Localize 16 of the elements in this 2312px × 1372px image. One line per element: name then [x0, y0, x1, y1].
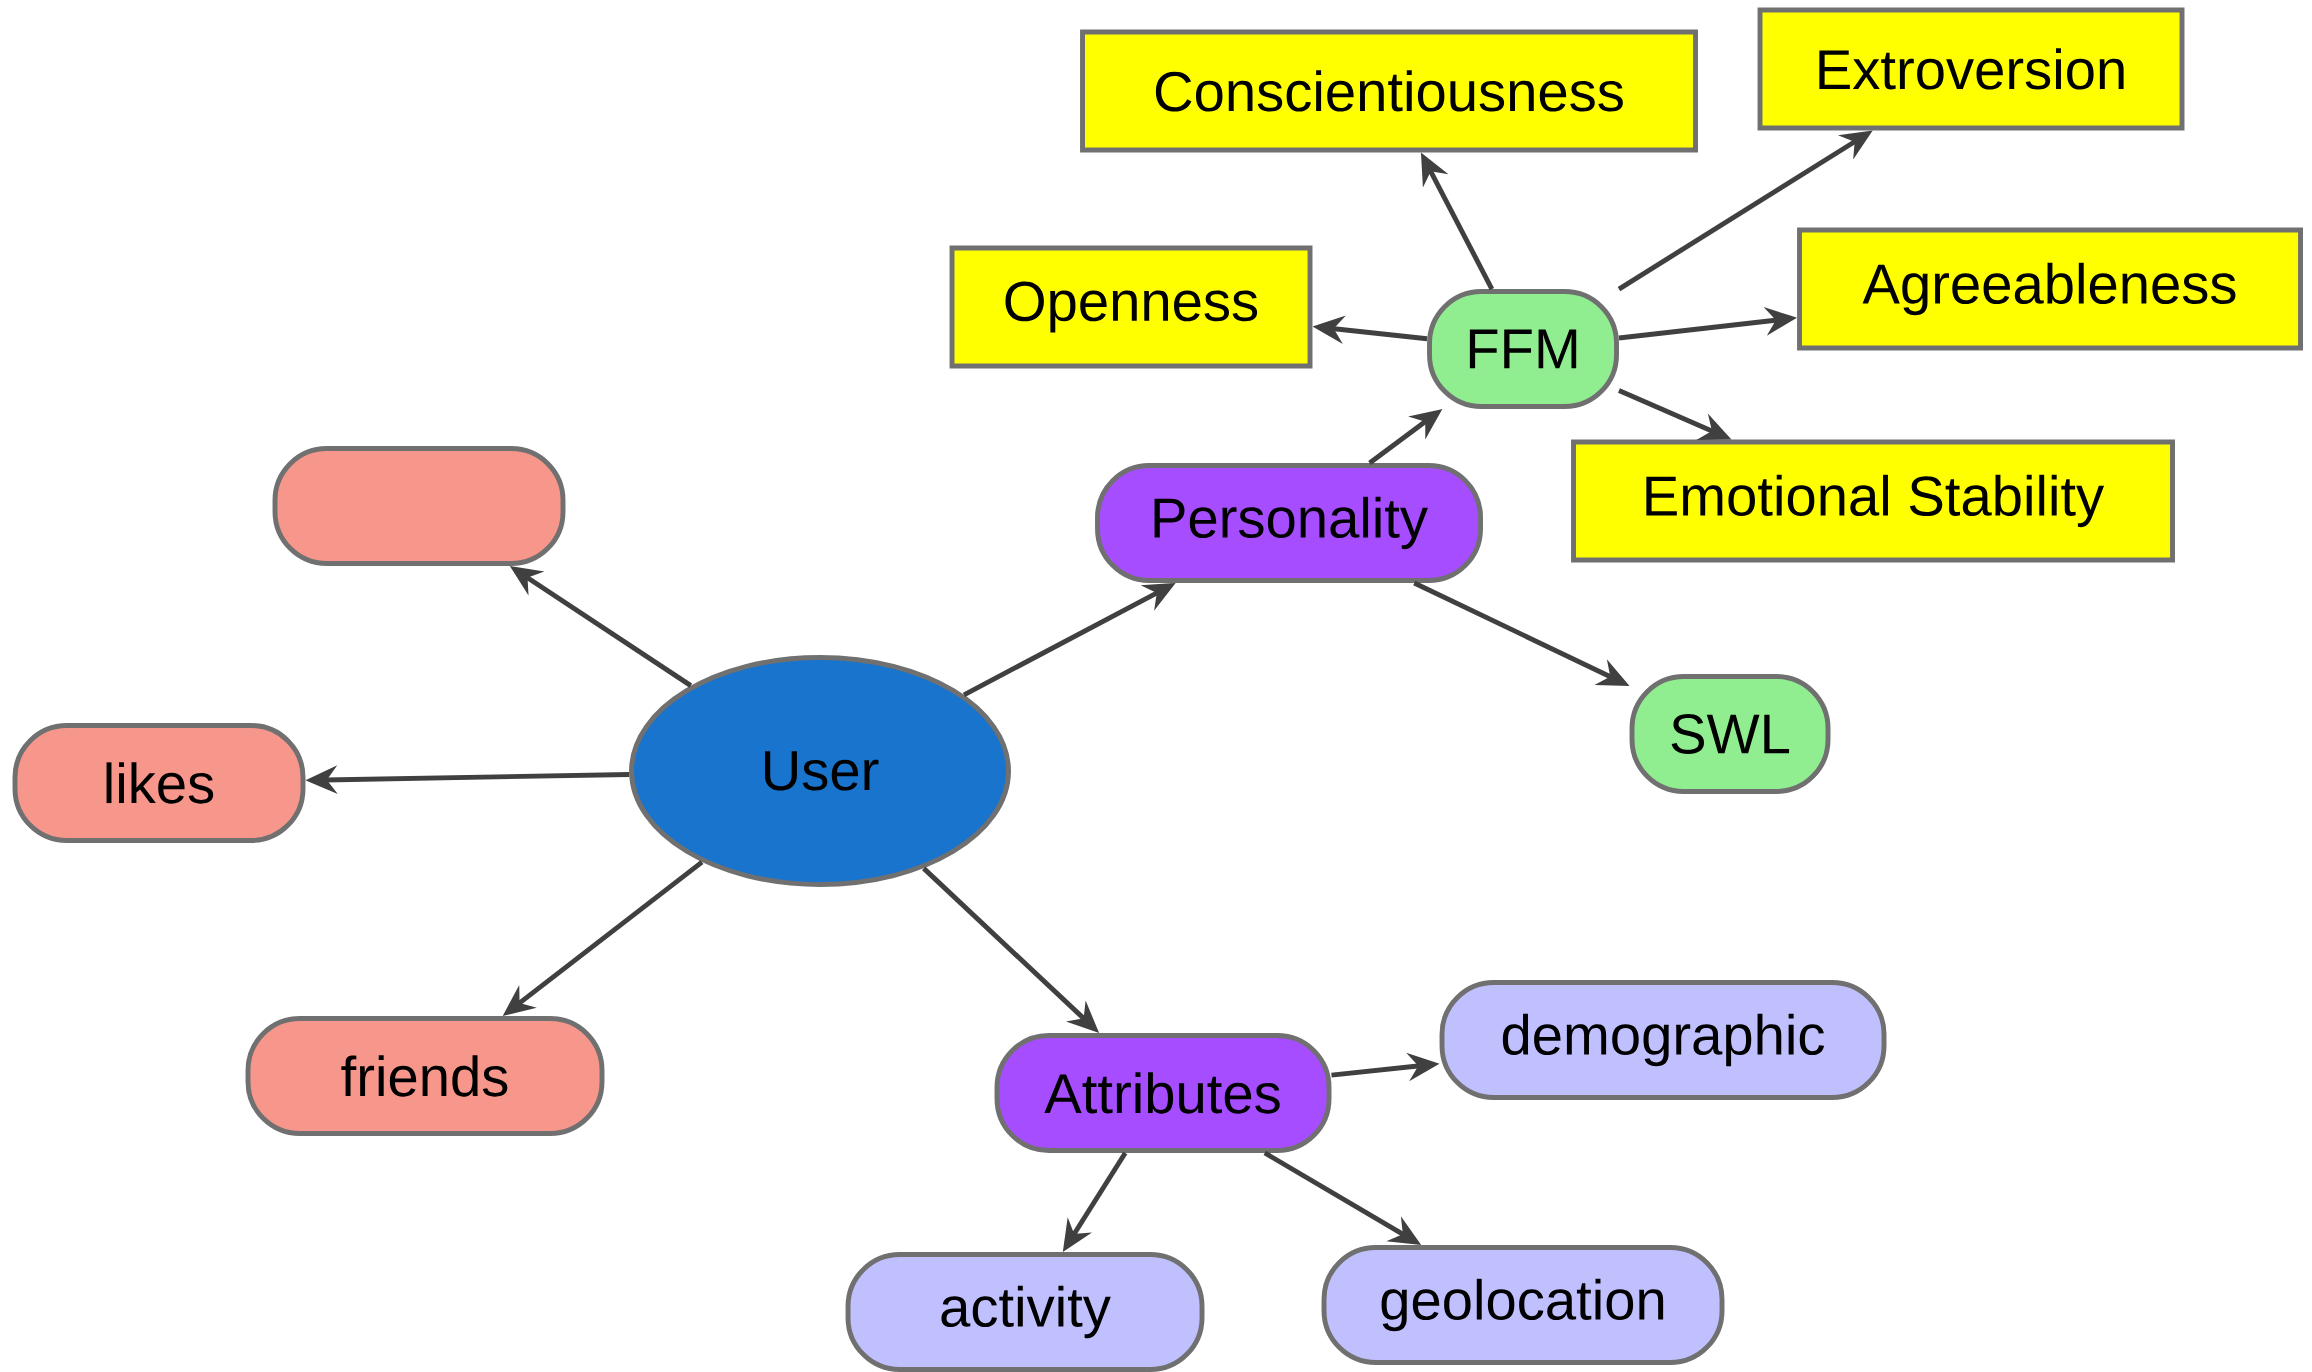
rounded-box [272, 446, 566, 566]
ellipse-node: User [629, 655, 1011, 887]
rounded-box: SWL [1629, 674, 1831, 794]
trait-box: Conscientiousness [1080, 29, 1698, 153]
rounded-box: demographic [1439, 980, 1887, 1100]
rounded-box: FFM [1427, 289, 1619, 409]
trait-box: Openness [949, 245, 1313, 369]
trait-box: Agreeableness [1797, 227, 2303, 351]
rounded-box: activity [845, 1252, 1205, 1372]
trait-box: Extroversion [1757, 7, 2185, 131]
rounded-box: friends [245, 1016, 605, 1136]
rounded-box: likes [12, 723, 306, 843]
rounded-box: Attributes [994, 1033, 1332, 1153]
rounded-box: geolocation [1321, 1245, 1725, 1365]
rounded-box: Personality [1095, 463, 1483, 583]
trait-box: Emotional Stability [1571, 439, 2175, 563]
